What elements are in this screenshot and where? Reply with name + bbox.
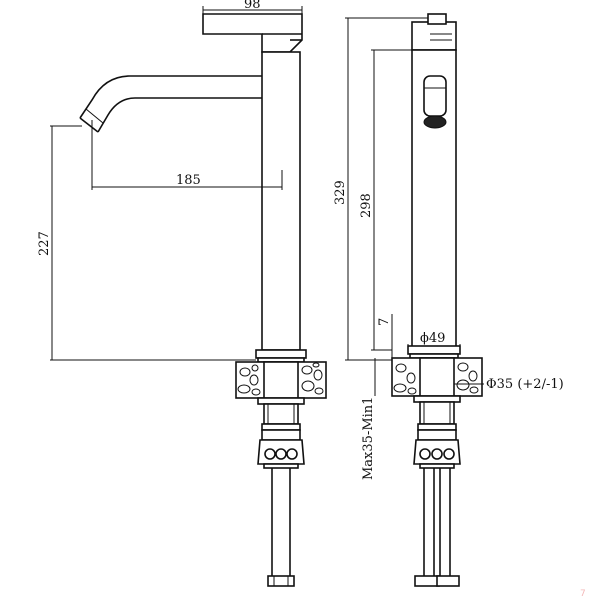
dim-deck-thickness: Max35-Min1: [361, 358, 376, 480]
dim-label-329: 329: [333, 180, 348, 205]
deck-mounting-stone: [235, 361, 327, 399]
dim-label-phi35: Φ35 (+2/-1): [486, 377, 564, 392]
watermark-mark: 7: [580, 589, 586, 599]
dim-base-diameter: ϕ49: [407, 331, 461, 350]
dim-total-height: 329: [333, 17, 428, 361]
dim-body-height: 298: [359, 49, 412, 351]
dim-label-98: 98: [244, 0, 261, 12]
dim-label-185: 185: [176, 173, 201, 188]
dim-base-height: 7: [377, 314, 393, 360]
lever-top: [411, 21, 457, 51]
dim-spout-reach: 185: [91, 120, 283, 190]
supply-hoses: [267, 468, 295, 587]
dim-label-298: 298: [359, 193, 374, 218]
dim-lever-width: 98: [202, 0, 303, 14]
faucet-body: [261, 51, 301, 351]
front-base: [407, 345, 461, 355]
front-deck-stone: [391, 357, 483, 397]
front-view: 329 298 7 ϕ49 Φ35 (+2/-1) M: [333, 13, 564, 587]
aerator: [423, 75, 447, 129]
dim-label-phi49: ϕ49: [420, 331, 445, 346]
front-mounting-shank: [413, 395, 461, 469]
side-view: 98 185 227: [37, 0, 327, 587]
dim-label-7: 7: [377, 318, 392, 326]
base-escutcheon: [255, 349, 307, 359]
lever-handle: [202, 13, 303, 53]
dim-label-227: 227: [37, 231, 52, 256]
dim-label-deck: Max35-Min1: [361, 397, 376, 480]
spout: [79, 75, 262, 119]
dim-hole-diameter: Φ35 (+2/-1): [454, 377, 564, 392]
front-supply-hoses: [414, 468, 460, 587]
mounting-shank: [257, 397, 305, 469]
dim-spout-height: 227: [37, 125, 256, 361]
